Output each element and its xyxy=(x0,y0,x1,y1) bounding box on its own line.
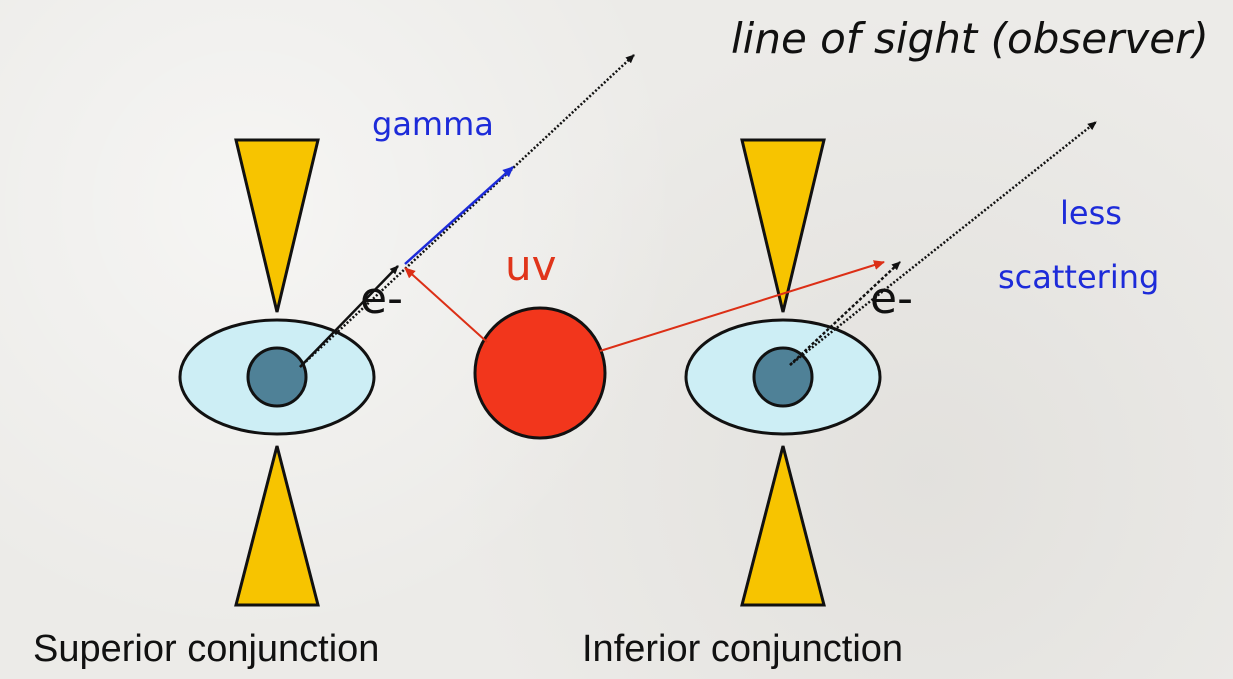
system-inferior-conjunction xyxy=(686,140,880,605)
jet-cone-upper-right xyxy=(742,140,824,312)
line-of-sight-label: line of sight (observer) xyxy=(731,18,1209,60)
compact-object-right xyxy=(754,348,812,406)
uv-arrow-left xyxy=(405,268,487,342)
scattering-label: scattering xyxy=(998,261,1159,293)
jet-cone-lower-left xyxy=(236,446,318,605)
gamma-ray-arrow xyxy=(405,167,513,264)
jet-cone-lower-right xyxy=(742,446,824,605)
star-uv-source xyxy=(475,308,605,438)
system-superior-conjunction xyxy=(180,140,374,605)
line-of-sight-left xyxy=(300,55,634,367)
electron-label-left: e- xyxy=(360,277,403,321)
gamma-label: gamma xyxy=(372,108,494,140)
inferior-conjunction-caption: Inferior conjunction xyxy=(582,630,903,668)
less-label: less xyxy=(1060,197,1122,229)
jet-cone-upper-left xyxy=(236,140,318,312)
electron-label-right: e- xyxy=(870,277,913,321)
compact-object-left xyxy=(248,348,306,406)
superior-conjunction-caption: Superior conjunction xyxy=(33,630,379,668)
uv-label: uv xyxy=(505,245,556,287)
